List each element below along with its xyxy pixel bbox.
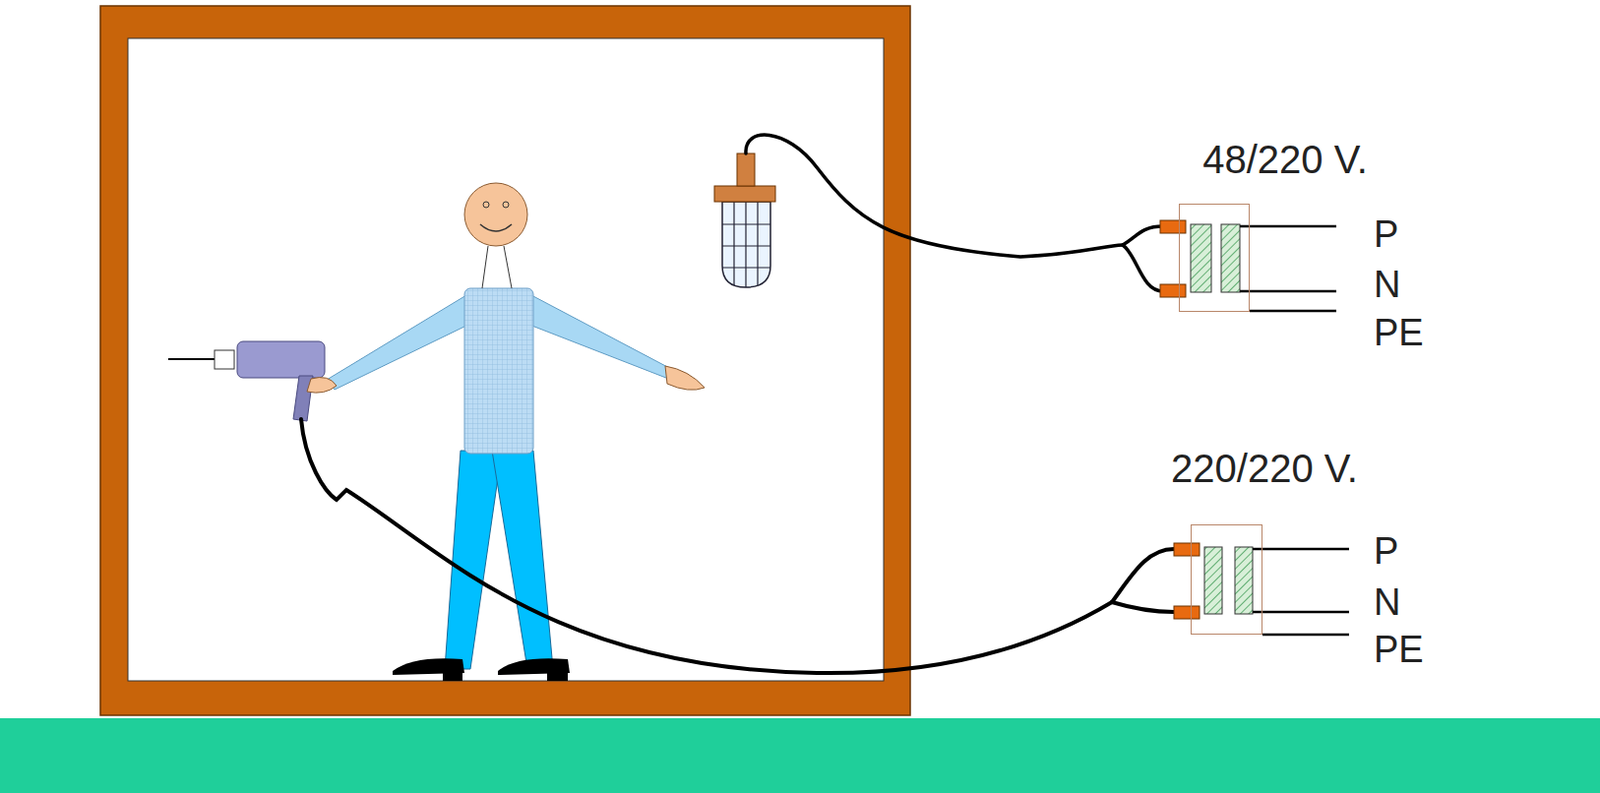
lamp-cable [745, 134, 1123, 257]
lamp [714, 153, 776, 288]
person-arm [326, 295, 469, 390]
person-hand [307, 377, 337, 394]
terminal [1160, 220, 1186, 234]
wire-pe [1262, 633, 1350, 637]
transformer-winding [1234, 547, 1253, 615]
terminal [1173, 543, 1200, 556]
terminal [1160, 284, 1186, 298]
person-torso [464, 288, 534, 454]
conductor-name: N [1373, 263, 1401, 307]
conductor-name: PE [1373, 311, 1424, 355]
ground-band [0, 718, 1600, 793]
transformer-rating: 220/220 V. [1170, 446, 1358, 492]
drill-bit [168, 358, 217, 361]
conductor-name: P [1373, 213, 1399, 256]
wire-n [1252, 611, 1350, 615]
transformer-winding [1204, 547, 1223, 615]
person-neck [482, 246, 489, 289]
wire-n [1239, 290, 1337, 294]
shoe [547, 669, 568, 681]
drill-cable [1111, 549, 1174, 603]
wire-pe [1249, 309, 1337, 313]
drill-body [237, 341, 325, 378]
terminal [1173, 606, 1200, 619]
conductor-name: PE [1373, 628, 1424, 672]
person-hand [665, 366, 705, 390]
drill-chuck [214, 350, 235, 370]
drill-cable [301, 419, 1112, 674]
conductor-name: N [1373, 581, 1401, 624]
transformer-rating: 48/220 V. [1202, 137, 1368, 183]
lamp-cable [1122, 226, 1164, 246]
person-leg [444, 450, 502, 670]
person-arm [529, 295, 674, 380]
drill-cable [1111, 602, 1174, 613]
transformer-box: 220/220 V. [1190, 524, 1263, 635]
transformer-winding [1221, 224, 1240, 293]
person-eye [502, 201, 509, 208]
person-head [464, 183, 528, 247]
conductor-name: P [1373, 530, 1399, 573]
enclosure-wall [100, 5, 911, 716]
wire-p [1252, 548, 1350, 552]
transformer-box: 48/220 V. [1178, 203, 1250, 312]
wire-p [1239, 225, 1337, 229]
shoe [442, 669, 463, 681]
transformer-winding [1190, 224, 1212, 293]
lamp-cable [1122, 245, 1164, 292]
person-leg [492, 450, 554, 670]
person-neck [503, 246, 512, 289]
person-eye [483, 201, 490, 208]
person-mouth [480, 224, 512, 232]
